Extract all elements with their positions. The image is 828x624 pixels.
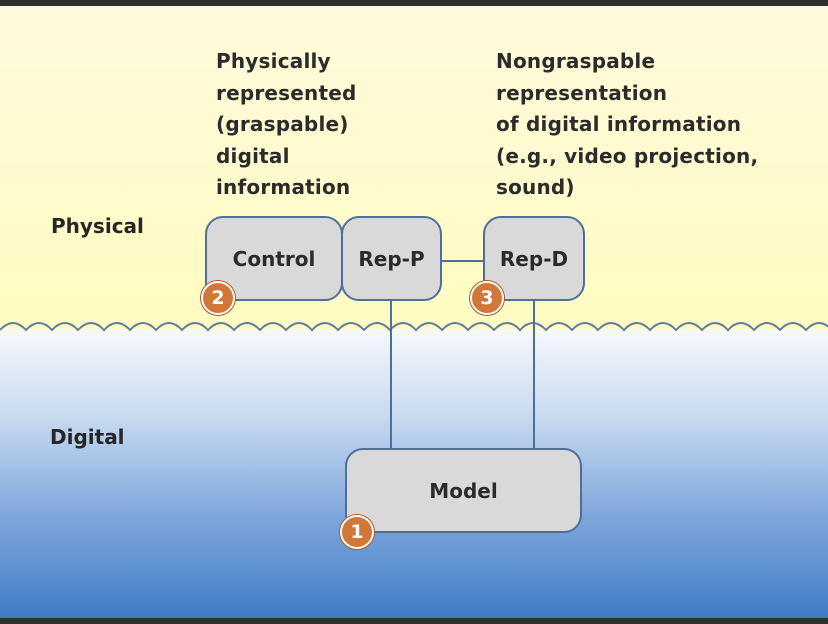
physical-layer-label: Physical: [51, 214, 144, 238]
rep-d-node-label: Rep-D: [499, 246, 569, 271]
caption-graspable: Physically represented (graspable) digit…: [216, 49, 357, 199]
model-node: Model: [345, 448, 582, 533]
marker-badge-3: 3: [470, 281, 504, 315]
water-surface-wave: [0, 322, 828, 332]
rep-p-node: Rep-P: [341, 216, 442, 301]
model-node-label: Model: [429, 478, 498, 503]
control-node-label: Control: [232, 246, 316, 271]
digital-layer-label: Digital: [50, 425, 125, 449]
marker-badge-1: 1: [340, 515, 374, 549]
rep-p-node-label: Rep-P: [358, 246, 425, 271]
caption-nongraspable: Nongraspable representation of digital i…: [496, 49, 759, 199]
marker-badge-2: 2: [201, 281, 235, 315]
